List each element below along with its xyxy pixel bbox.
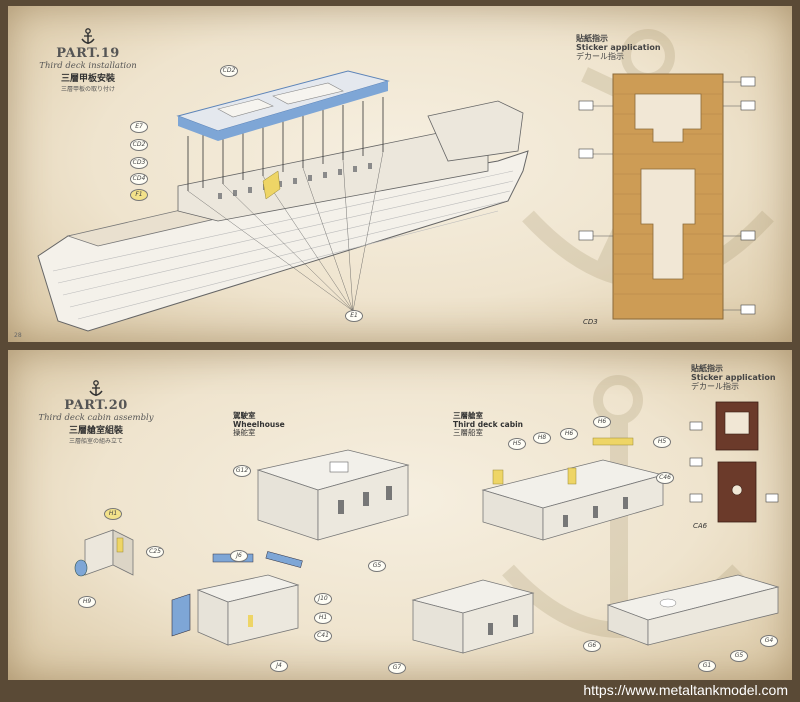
callout-g6: G6 — [583, 640, 601, 652]
callout-e7: E7 — [130, 121, 148, 133]
page-number: 28 — [14, 332, 22, 339]
page-part-20: PART.20 Third deck cabin assembly 三層艙室組裝… — [8, 350, 792, 680]
callout-g12: G12 — [233, 465, 251, 477]
callout-cd2: CD2 — [130, 139, 148, 151]
sticker-application-heading: 貼紙指示 Sticker application デカール指示 — [576, 34, 661, 62]
sticker-heading-en: Sticker application — [576, 43, 661, 53]
sticker-heading-cn: 貼紙指示 — [691, 364, 723, 373]
part-subtitle-cn: 三層艙室組裝 — [68, 426, 123, 436]
third-deck-cabin-finished — [606, 574, 780, 646]
callout-c41: C41 — [314, 630, 332, 642]
sticker-heading-cn: 貼紙指示 — [576, 34, 608, 43]
callout-g5-wheelhouse: G5 — [368, 560, 386, 572]
callout-h1-wheelhouse: H1 — [314, 612, 332, 624]
anchor-icon — [81, 28, 95, 44]
part-title: PART.20 — [64, 398, 128, 413]
callout-g4: G4 — [760, 635, 778, 647]
callout-g1: G1 — [698, 660, 716, 672]
sticker-sheet-label: CA6 — [693, 522, 708, 530]
callout-f1: F1 — [130, 189, 148, 201]
cabin-en: Third deck cabin — [453, 419, 523, 429]
callout-j10: J10 — [314, 593, 332, 605]
wheelhouse-exploded — [171, 551, 303, 646]
callout-h6-left: H6 — [560, 428, 578, 440]
callout-j6: J6 — [230, 550, 248, 562]
callout-g5-cabin: G5 — [730, 650, 748, 662]
third-deck-cabin-assembled — [481, 437, 665, 541]
wheelhouse-caption: 駕駛室 Wheelhouse 操舵室 — [233, 411, 285, 438]
callout-h6-right: H6 — [593, 416, 611, 428]
sticker-sheet-cd3 — [578, 73, 756, 320]
wheelhouse-jp: 操舵室 — [233, 428, 256, 438]
callout-h8: H8 — [533, 432, 551, 444]
callout-cd4: CD4 — [130, 173, 148, 185]
side-panel-part — [74, 529, 134, 577]
wheelhouse-cn: 駕駛室 — [233, 411, 256, 420]
sticker-heading-jp: デカール指示 — [576, 52, 624, 62]
part-heading: PART.19 Third deck installation 三層甲板安裝 三… — [28, 28, 148, 93]
cabin-jp: 三層船室 — [453, 428, 483, 438]
part-subtitle-jp: 三層甲板の取り付け — [60, 86, 115, 93]
part-subtitle-cn: 三層甲板安裝 — [60, 74, 115, 84]
sticker-sheet-label: CD3 — [583, 318, 598, 326]
part-subtitle-en: Third deck installation — [39, 61, 137, 71]
page-part-19: PART.19 Third deck installation 三層甲板安裝 三… — [8, 6, 792, 342]
wheelhouse-assembled — [256, 449, 410, 541]
callout-h5-right: H5 — [653, 436, 671, 448]
wheelhouse-en: Wheelhouse — [233, 419, 285, 429]
ship-assembly-illustration — [37, 70, 529, 332]
callout-c25: C25 — [146, 546, 164, 558]
sticker-heading-en: Sticker application — [691, 373, 776, 383]
callout-h1: H1 — [104, 508, 122, 520]
callout-g7: G7 — [388, 662, 406, 674]
callout-cd2-top: CD2 — [220, 65, 238, 77]
callout-cd3: CD3 — [130, 157, 148, 169]
callout-h9: H9 — [78, 596, 96, 608]
callout-j4: J4 — [270, 660, 288, 672]
watermark-url: https://www.metaltankmodel.com — [583, 682, 788, 698]
callout-h5: H5 — [508, 438, 526, 450]
cabin-cn: 三層艙室 — [453, 411, 483, 420]
part-title: PART.19 — [56, 46, 120, 61]
part-subtitle-en: Third deck cabin assembly — [38, 413, 154, 423]
sticker-sheet-ca6 — [689, 401, 779, 523]
callout-e1: E1 — [345, 310, 363, 322]
sticker-application-heading: 貼紙指示 Sticker application デカール指示 — [691, 364, 776, 392]
cabin-caption: 三層艙室 Third deck cabin 三層船室 — [453, 411, 523, 438]
anchor-icon — [89, 380, 103, 396]
part-subtitle-jp: 三層船室の組み立て — [68, 438, 123, 445]
part-heading: PART.20 Third deck cabin assembly 三層艙室組裝… — [36, 380, 156, 445]
sticker-heading-jp: デカール指示 — [691, 382, 739, 392]
wheelhouse-finished — [411, 579, 535, 654]
callout-c46: C46 — [656, 472, 674, 484]
